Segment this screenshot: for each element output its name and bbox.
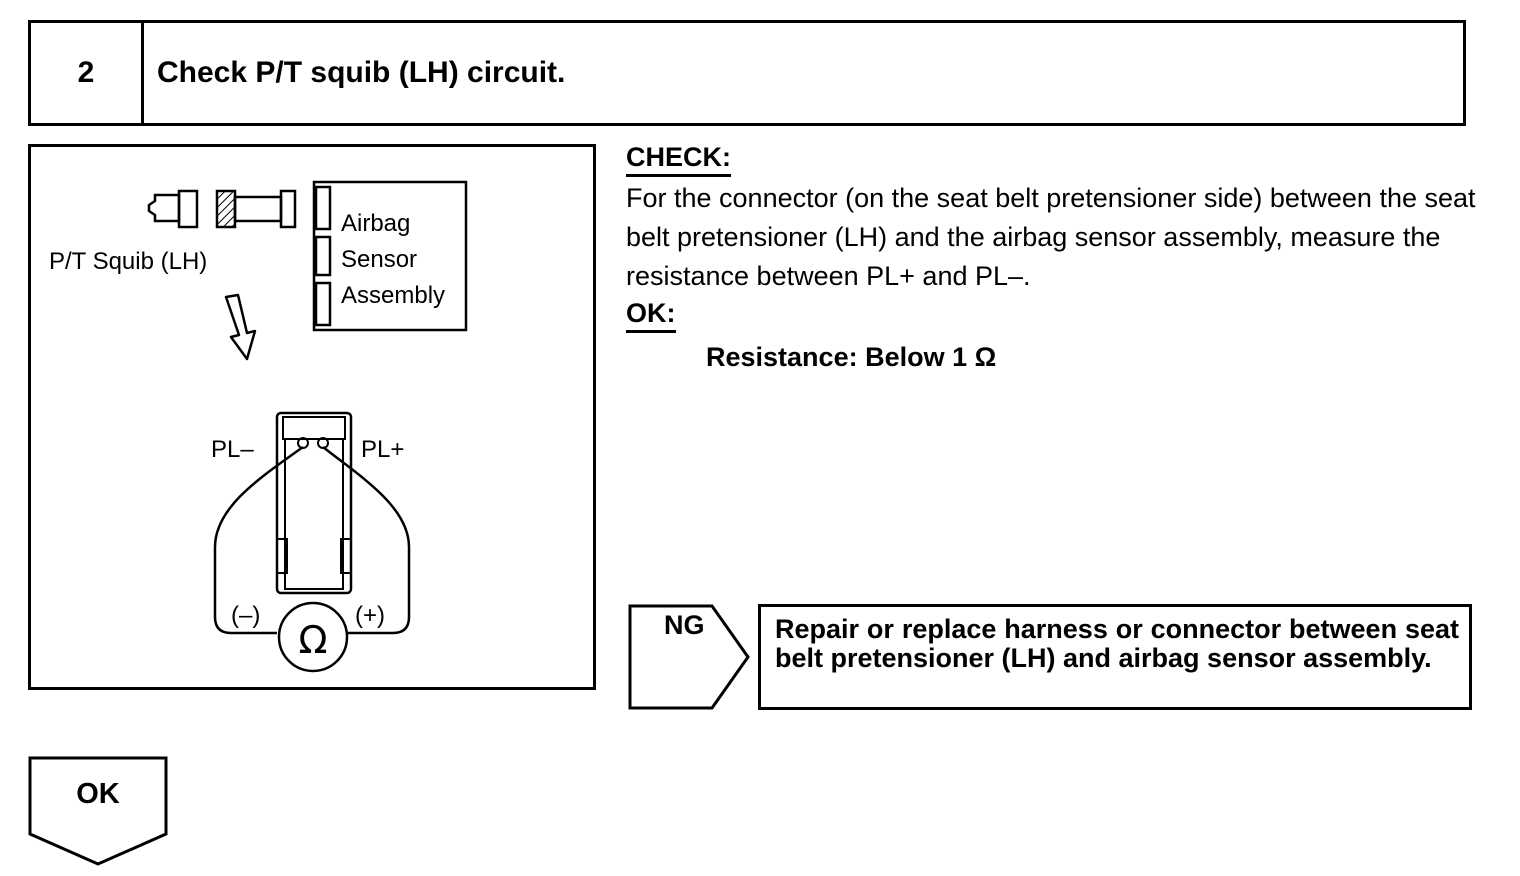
ok-continue-label: OK — [76, 778, 120, 810]
meter-plus-label: (+) — [355, 602, 385, 629]
sensor-label-assembly: Assembly — [341, 282, 445, 309]
ok-heading: OK: — [626, 296, 676, 333]
squib-connector-icon — [147, 189, 297, 229]
step-title: Check P/T squib (LH) circuit. — [157, 56, 566, 89]
sensor-label-sensor: Sensor — [341, 246, 417, 273]
step-header: 2 Check P/T squib (LH) circuit. — [28, 20, 1466, 126]
pretensioner-connector-icon — [275, 411, 353, 595]
down-arrow-icon — [224, 293, 257, 361]
probe-lead-minus — [213, 445, 304, 635]
meter-minus-label: (–) — [231, 602, 260, 629]
airbag-sensor-icon — [312, 180, 468, 332]
ohm-symbol: Ω — [298, 618, 327, 662]
ok-section: OK: Resistance: Below 1 Ω — [626, 296, 1486, 375]
squib-label: P/T Squib (LH) — [49, 248, 207, 275]
check-heading: CHECK: — [626, 140, 731, 177]
step-number: 2 — [31, 23, 144, 123]
diagram-svg: P/T Squib (LH) Airbag Sensor Assembly PL… — [49, 180, 468, 673]
connector-diagram: P/T Squib (LH) Airbag Sensor Assembly PL… — [28, 144, 596, 690]
check-instruction: For the connector (on the seat belt pret… — [626, 183, 1476, 291]
check-section: CHECK: For the connector (on the seat be… — [626, 140, 1486, 375]
ng-arrow-icon — [628, 604, 750, 710]
ng-action-box: Repair or replace harness or connector b… — [758, 604, 1472, 710]
probe-lead-plus — [322, 446, 411, 635]
ok-down-arrow-icon — [28, 756, 168, 866]
ohmmeter-icon — [277, 601, 349, 673]
sensor-label-airbag: Airbag — [341, 210, 410, 237]
resistance-spec: Resistance: Below 1 Ω — [706, 342, 997, 372]
terminal-pl-plus: PL+ — [361, 436, 404, 463]
ng-action-text: Repair or replace harness or connector b… — [775, 614, 1459, 673]
ng-label: NG — [664, 610, 705, 640]
terminal-pl-minus: PL– — [211, 436, 254, 463]
